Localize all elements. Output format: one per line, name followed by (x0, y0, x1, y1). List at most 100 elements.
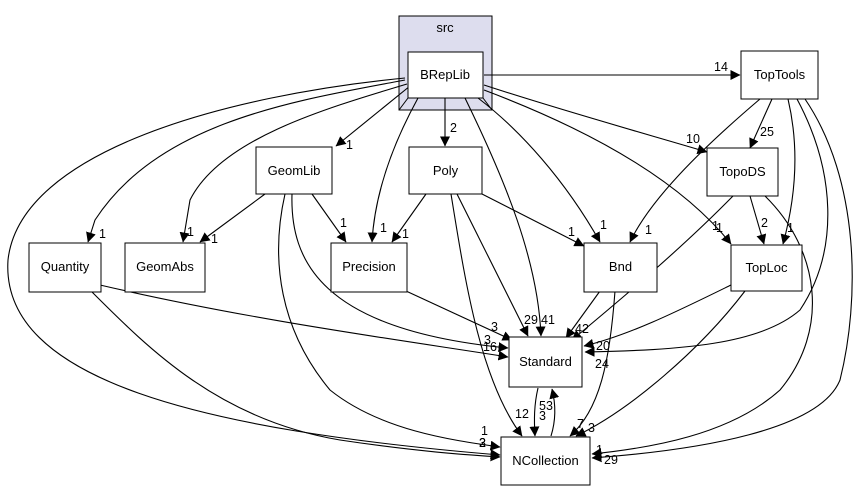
edge-breplib-bnd (477, 97, 601, 243)
edge-label-breplib-quantity: 1 (99, 227, 106, 241)
edge-label-breplib-toptools: 14 (714, 60, 728, 74)
node-precision-label: Precision (342, 259, 395, 274)
node-geomlib-box (255, 146, 333, 195)
node-poly-box (408, 146, 483, 195)
edge-breplib-quantity (86, 79, 406, 243)
edge-label-topods-toploc: 2 (761, 216, 768, 230)
edge-label-quantity-ncollection: 3 (479, 436, 486, 450)
edges: 14 1 2 10 1 1 1 1 1 41 2 25 (7, 60, 853, 467)
node-quantity[interactable]: Quantity (28, 242, 102, 293)
node-toptools[interactable]: TopTools (740, 50, 819, 100)
edge-label-ncollection-standard: 53 (539, 399, 553, 413)
node-precision[interactable]: Precision (330, 242, 408, 293)
node-bnd-label: Bnd (609, 259, 632, 274)
edge-geomlib-ncollection (278, 193, 501, 451)
edge-toptools-topods (749, 98, 773, 149)
edge-quantity-standard (99, 284, 509, 361)
edge-poly-ncollection (450, 193, 523, 437)
edge-label-breplib-ncollection: 2 (479, 436, 486, 450)
edge-toptools-ncollection (591, 98, 853, 463)
edge-label-bnd-ncollection: 7 (577, 417, 584, 431)
edge-topods-toploc (749, 195, 767, 245)
node-ncollection-label: NCollection (512, 453, 578, 468)
edge-label-poly-bnd: 1 (568, 225, 575, 239)
edge-quantity-ncollection (91, 291, 501, 462)
node-toploc-label: TopLoc (746, 260, 788, 275)
node-bnd[interactable]: Bnd (583, 242, 658, 293)
edge-geomlib-geomabs (199, 193, 266, 243)
edge-breplib-topods (483, 84, 708, 155)
edge-bnd-standard (565, 290, 601, 339)
cluster-label: src (436, 20, 454, 35)
edge-label-precision-standard: 3 (491, 320, 498, 334)
edge-poly-precision (391, 193, 427, 243)
edge-poly-bnd (481, 193, 585, 247)
node-standard-label: Standard (519, 354, 572, 369)
edge-label-poly-standard: 29 (524, 313, 538, 327)
edge-label-geomlib-ncollection: 1 (481, 424, 488, 438)
edge-toptools-standard (584, 98, 829, 357)
edge-geomlib-standard (291, 193, 509, 353)
edge-label-breplib-bnd: 1 (600, 218, 607, 232)
node-geomlib[interactable]: GeomLib (255, 146, 333, 195)
node-ncollection[interactable]: NCollection (500, 436, 591, 486)
node-topods[interactable]: TopoDS (706, 147, 779, 197)
node-geomabs-label: GeomAbs (136, 259, 194, 274)
node-topods-label: TopoDS (719, 164, 766, 179)
edge-label-toptools-ncollection: 29 (604, 453, 618, 467)
edge-breplib-ncollection (7, 77, 501, 460)
node-standard-box (508, 336, 583, 388)
node-ncollection-box (500, 436, 591, 486)
edge-label-breplib-geomabs: 1 (187, 225, 194, 239)
edge-label-toptools-topods: 25 (760, 125, 774, 139)
cluster-corner-line (482, 97, 493, 111)
edge-toploc-ncollection (575, 290, 746, 437)
edge-label-toptools-bnd: 1 (645, 223, 652, 237)
node-poly-label: Poly (433, 163, 459, 178)
nodes: BRepLib TopTools GeomLib Poly TopoDS Qua… (28, 16, 819, 486)
node-toptools-box (740, 50, 819, 100)
node-standard[interactable]: Standard (508, 336, 583, 388)
edge-label-standard-ncollection: 3 (539, 409, 546, 423)
edge-label-toptools-standard: 20 (596, 339, 610, 353)
node-geomabs[interactable]: GeomAbs (124, 242, 206, 293)
node-geomlib-label: GeomLib (268, 163, 321, 178)
edge-label-breplib-precision: 1 (380, 221, 387, 235)
edge-poly-standard (456, 193, 529, 337)
edge-label-geomlib-precision: 1 (340, 216, 347, 230)
edge-label-breplib-standard: 41 (541, 313, 555, 327)
edge-breplib-toploc (483, 89, 732, 245)
edge-toptools-toploc (780, 98, 796, 245)
node-breplib[interactable]: BRepLib (398, 16, 493, 111)
edge-label-bnd-standard: 42 (575, 322, 589, 336)
node-quantity-label: Quantity (41, 259, 90, 274)
edge-label-geomlib-standard: 16 (483, 340, 497, 354)
node-toptools-label: TopTools (754, 67, 806, 82)
edge-label-poly-ncollection: 12 (515, 407, 529, 421)
cluster-corner-line (398, 97, 409, 111)
edge-label-toploc-ncollection: 3 (588, 421, 595, 435)
edge-label-breplib-geomlib: 1 (346, 138, 353, 152)
node-geomabs-box (124, 242, 206, 293)
node-precision-box (330, 242, 408, 293)
edge-label-quantity-standard: 3 (484, 333, 491, 347)
edge-ncollection-standard (549, 388, 560, 437)
edge-breplib-geomlib (335, 85, 411, 147)
edge-toploc-standard (583, 284, 732, 349)
edge-label-poly-precision: 1 (402, 227, 409, 241)
edge-label-geomlib-geomabs: 1 (211, 232, 218, 246)
node-topods-box (706, 147, 779, 197)
node-toploc[interactable]: TopLoc (730, 244, 803, 292)
edge-topods-ncollection (591, 195, 813, 458)
node-bnd-box (583, 242, 658, 293)
edge-toptools-bnd (629, 98, 761, 243)
edge-breplib-standard (464, 97, 546, 337)
node-quantity-box (28, 242, 102, 293)
node-poly[interactable]: Poly (408, 146, 483, 195)
edge-label-breplib-topods: 10 (686, 132, 700, 146)
edge-label-topods-ncollection: 1 (596, 443, 603, 457)
edge-geomlib-precision (311, 193, 347, 243)
node-breplib-box (407, 51, 484, 99)
node-toploc-box (730, 244, 803, 292)
edge-precision-standard (405, 290, 513, 341)
